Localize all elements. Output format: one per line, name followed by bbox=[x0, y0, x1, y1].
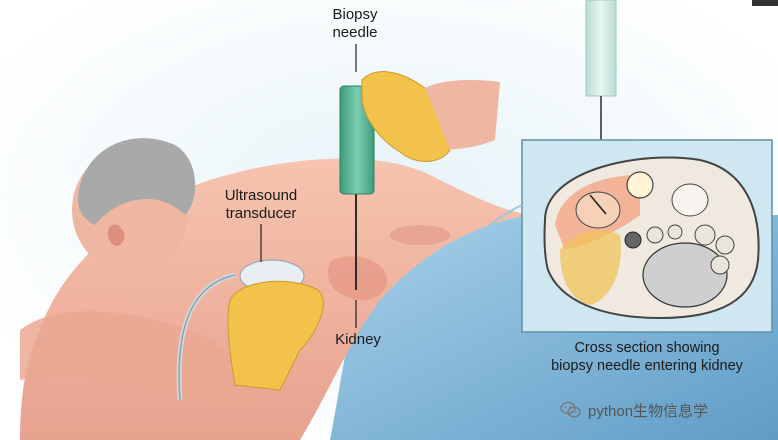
cross-section-caption-line2: biopsy needle entering kidney bbox=[551, 358, 743, 374]
shoulder-shadow bbox=[390, 225, 450, 245]
needle-arm bbox=[425, 80, 500, 150]
ultrasound-transducer-label: Ultrasound transducer bbox=[206, 187, 316, 223]
watermark: python生物信息学 bbox=[560, 399, 770, 421]
cross-section-caption: Cross section showing biopsy needle ente… bbox=[516, 339, 778, 375]
ultrasound-transducer-label-line1: Ultrasound bbox=[224, 187, 298, 204]
cross-section-diagram bbox=[543, 156, 760, 320]
wechat-icon bbox=[560, 401, 581, 418]
kidney-label-text: Kidney bbox=[335, 331, 381, 348]
patient-hair bbox=[78, 138, 196, 225]
inset-connector bbox=[439, 204, 523, 271]
transducer-cable-line bbox=[178, 274, 236, 401]
kidney-outline bbox=[328, 256, 387, 301]
transducer-glove bbox=[227, 280, 324, 391]
biopsy-needle-label-line2: needle bbox=[332, 24, 378, 41]
cross-section-caption-line1: Cross section showing bbox=[574, 340, 720, 356]
patient-ear bbox=[107, 224, 125, 246]
biopsy-needle-label: Biopsy needle bbox=[318, 6, 392, 42]
inset-needle-body bbox=[585, 0, 617, 97]
biopsy-needle-label-line1: Biopsy bbox=[332, 6, 378, 23]
watermark-text: python生物信息学 bbox=[588, 402, 709, 420]
kidney-label: Kidney bbox=[326, 331, 390, 349]
patient-arm bbox=[20, 311, 260, 410]
ultrasound-transducer-label-line2: transducer bbox=[225, 205, 297, 222]
corner-mark bbox=[752, 0, 778, 6]
